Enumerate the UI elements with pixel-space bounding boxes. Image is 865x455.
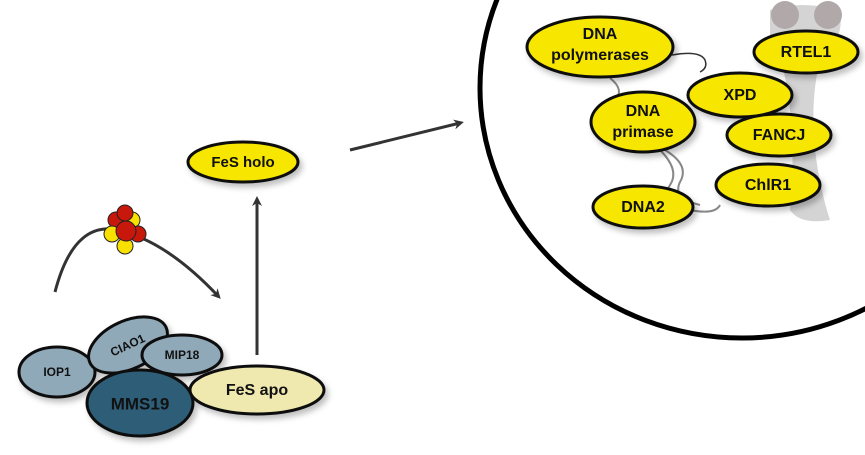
- dna2-label: DNA2: [621, 199, 665, 216]
- arrow-to-nucleus: [349, 119, 464, 152]
- fes-holo-node: [186, 140, 300, 184]
- connector-line: [671, 52, 707, 73]
- dna-primase-label-1: DNA: [626, 103, 661, 120]
- xpd-node: [686, 71, 794, 119]
- dna-primase-node: [589, 90, 697, 154]
- rtel1-node: [752, 29, 860, 75]
- iop1-node: [17, 345, 97, 399]
- mip18-label: MIP18: [165, 348, 200, 362]
- fancj-label: FANCJ: [753, 127, 805, 144]
- dna2-node: [591, 184, 695, 230]
- fes-holo-label: FeS holo: [211, 154, 274, 171]
- fancj-node: [725, 112, 833, 158]
- chlr1-label: ChlR1: [745, 177, 791, 194]
- chlr1-node: [714, 162, 822, 208]
- xpd-label: XPD: [724, 87, 757, 104]
- mms19-label: MMS19: [111, 394, 170, 413]
- fes-apo-label: FeS apo: [226, 382, 288, 399]
- fes-apo-node: [188, 364, 326, 416]
- mip18-node: [140, 333, 224, 377]
- mms19-node: [85, 368, 195, 438]
- dna-polymerases-label-2: polymerases: [551, 47, 649, 64]
- dna-polymerases-node: [525, 15, 675, 79]
- iop1-label: IOP1: [43, 365, 71, 379]
- rtel1-label: RTEL1: [781, 44, 832, 61]
- fes-cluster-icon: [103, 204, 147, 255]
- dna-primase-label-2: primase: [612, 124, 673, 141]
- dna-polymerases-label-1: DNA: [583, 26, 618, 43]
